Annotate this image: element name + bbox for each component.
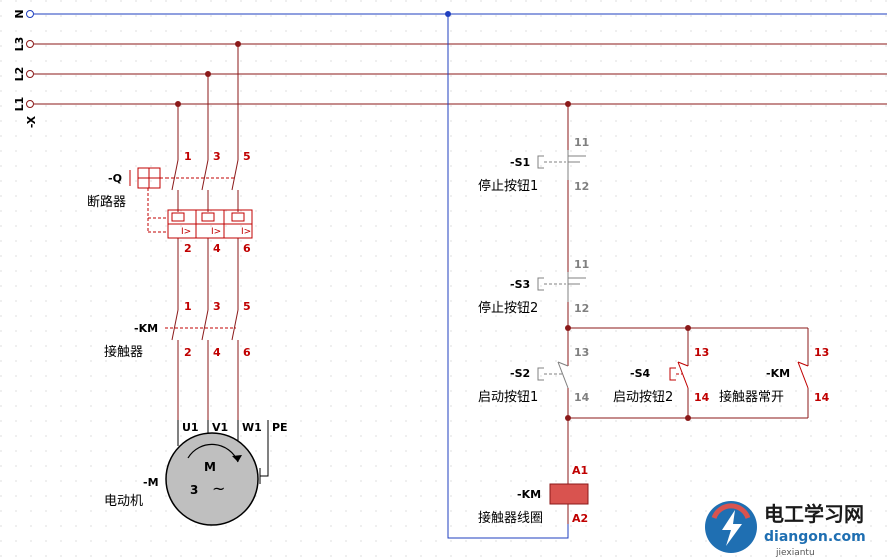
breaker-pin: 5 — [243, 150, 251, 163]
breaker-pin: 1 — [184, 150, 192, 163]
km-aux-tag: -KM — [766, 367, 790, 380]
bus-label-l1: L1 — [13, 97, 26, 112]
contactor-pin: 2 — [184, 346, 192, 359]
contactor-coil: -KM 接触器线圈 A1 A2 — [478, 464, 589, 526]
stop1-tag: -S1 — [510, 156, 530, 169]
stop-button-2: -S3 停止按钮2 11 12 — [478, 258, 589, 316]
start2-name: 启动按钮2 — [613, 390, 673, 405]
km-aux-pin: 14 — [814, 391, 830, 404]
contactor-pin: 5 — [243, 300, 251, 313]
bus-n: N — [13, 9, 887, 19]
motor-tag: -M — [143, 476, 159, 489]
contactor-name: 接触器 — [104, 344, 143, 360]
motor-symbol-letter: M — [204, 460, 216, 474]
start2-pin: 14 — [694, 391, 710, 404]
breaker-handle-icon — [129, 167, 234, 233]
breaker-pin: 4 — [213, 242, 221, 255]
svg-text:I>: I> — [211, 227, 221, 237]
motor-terminal: PE — [272, 421, 288, 434]
contactor-pin: 3 — [213, 300, 221, 313]
terminal-strip-label: -X — [25, 115, 38, 128]
coil-tag: -KM — [517, 488, 541, 501]
neutral-return-wire — [447, 14, 569, 539]
watermark-title: 电工学习网 — [764, 502, 864, 526]
km-aux-contact: -KM 接触器常开 13 14 — [719, 346, 830, 405]
neutral-junction — [445, 11, 451, 17]
phase-junctions — [175, 41, 241, 107]
km-aux-name: 接触器常开 — [719, 389, 784, 405]
stop2-tag: -S3 — [510, 278, 530, 291]
coil-name: 接触器线圈 — [478, 510, 543, 526]
breaker-q: I> I> I> -Q 断路器 1 3 5 2 4 6 — [87, 150, 253, 255]
breaker-tag: -Q — [108, 172, 122, 185]
coil-body — [549, 483, 589, 505]
contactor-pin: 1 — [184, 300, 192, 313]
breaker-name: 断路器 — [87, 194, 126, 210]
motor-terminal: V1 — [212, 421, 228, 434]
motor-phase-count: 3 — [190, 483, 198, 497]
start2-tag: -S4 — [630, 367, 650, 380]
phase-wires — [171, 44, 239, 420]
breaker-pin: 6 — [243, 242, 251, 255]
start2-pin: 13 — [694, 346, 709, 359]
bus-label-l2: L2 — [13, 67, 26, 82]
breaker-trip-glyphs: I> I> I> — [181, 227, 251, 237]
logo-bolt-icon — [722, 510, 742, 546]
start1-pin: 14 — [574, 391, 590, 404]
stop2-pin: 11 — [574, 258, 589, 271]
contactor-pin: 6 — [243, 346, 251, 359]
motor: M 3 ~ U1 V1 W1 PE -M 电动机 — [104, 420, 288, 526]
control-junctions — [565, 101, 691, 421]
contactor-pin: 4 — [213, 346, 221, 359]
stop2-pin: 12 — [574, 302, 589, 315]
rotation-arrow-icon — [187, 443, 239, 463]
coil-pin: A2 — [572, 512, 588, 525]
svg-text:I>: I> — [241, 227, 251, 237]
stop1-pin: 11 — [574, 136, 589, 149]
contactor-tag: -KM — [134, 322, 158, 335]
contactor-main: -KM 接触器 1 3 5 2 4 6 — [104, 300, 251, 360]
motor-wave-symbol: ~ — [212, 479, 225, 498]
svg-text:I>: I> — [181, 227, 191, 237]
start-button-1: -S2 启动按钮1 13 14 — [478, 346, 590, 405]
watermark-logo: 电工学习网 diangon.com jiexiantu — [705, 501, 866, 558]
bus-label-l3: L3 — [13, 37, 26, 52]
motor-terminal: U1 — [182, 421, 199, 434]
bus-l2: L2 — [13, 67, 887, 82]
bus-l3: L3 — [13, 37, 887, 52]
breaker-pin: 2 — [184, 242, 192, 255]
logo-arc-icon — [711, 503, 751, 520]
coil-pin: A1 — [572, 464, 588, 477]
breaker-pin: 3 — [213, 150, 221, 163]
stop-button-1: -S1 停止按钮1 11 12 — [478, 136, 589, 194]
stop2-name: 停止按钮2 — [478, 300, 538, 316]
watermark-sub: diangon.com — [764, 529, 866, 545]
motor-name: 电动机 — [104, 494, 143, 509]
breaker-trip-units — [167, 209, 253, 239]
stop1-pin: 12 — [574, 180, 589, 193]
km-aux-pin: 13 — [814, 346, 829, 359]
bus-label-n: N — [13, 9, 26, 18]
start1-name: 启动按钮1 — [478, 390, 538, 405]
motor-terminal: W1 — [242, 421, 262, 434]
watermark-tiny: jiexiantu — [775, 548, 815, 558]
rotation-arrowhead-icon — [232, 455, 242, 462]
stop1-name: 停止按钮1 — [478, 178, 538, 194]
start1-pin: 13 — [574, 346, 589, 359]
start1-tag: -S2 — [510, 367, 530, 380]
start-button-2: -S4 启动按钮2 13 14 — [613, 346, 710, 405]
